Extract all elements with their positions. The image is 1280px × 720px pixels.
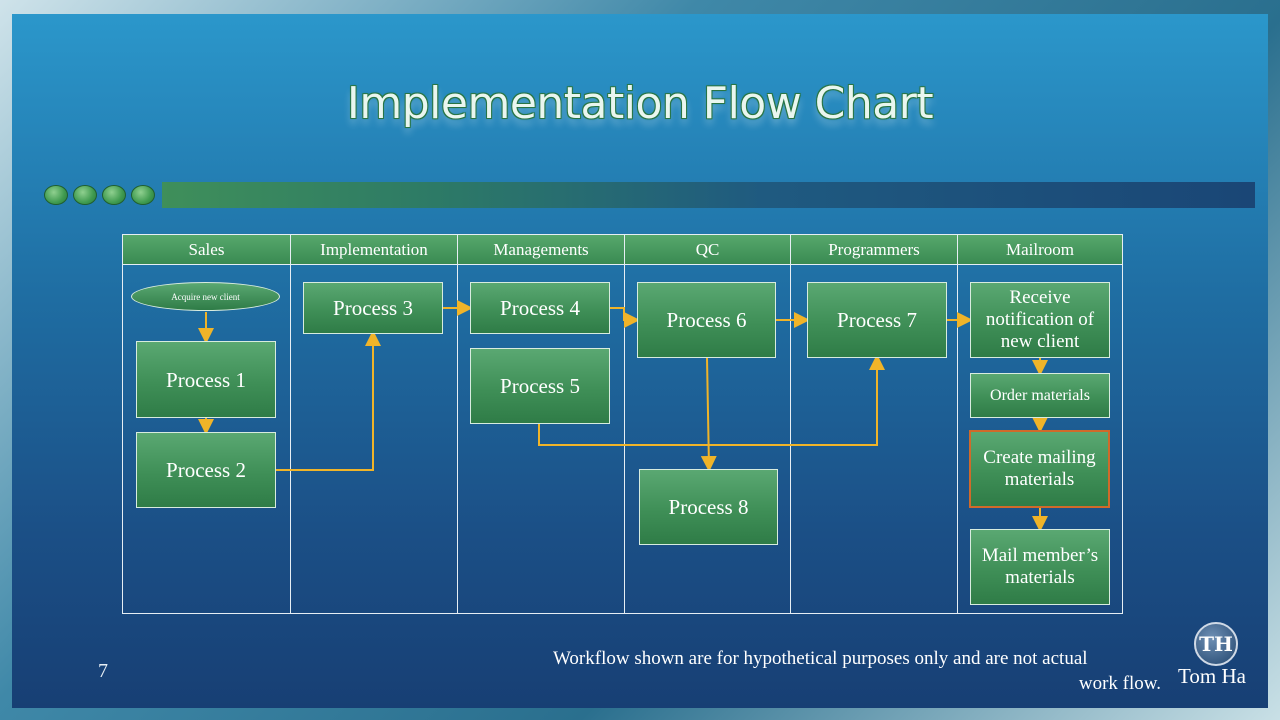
lane-sales: Sales — [123, 235, 290, 613]
lane-header: Programmers — [791, 235, 957, 265]
decor-dot — [73, 185, 97, 205]
brand-name: Tom Ha — [1178, 664, 1246, 688]
decor-dot — [44, 185, 68, 205]
lane-header: Sales — [123, 235, 290, 265]
page-number: 7 — [98, 660, 108, 682]
node-mail-materials: Mail member’s materials — [970, 529, 1110, 605]
node-create-mailing: Create mailing materials — [969, 430, 1110, 508]
decor-dot — [102, 185, 126, 205]
lane-programmers: Programmers — [790, 235, 957, 613]
node-process-5: Process 5 — [470, 348, 610, 424]
node-process-8: Process 8 — [639, 469, 778, 545]
brand-logo-icon: TH — [1194, 622, 1238, 666]
node-receive-notification: Receive notification of new client — [970, 282, 1110, 358]
node-process-7: Process 7 — [807, 282, 947, 358]
lane-header: QC — [625, 235, 790, 265]
lane-mailroom: Mailroom — [957, 235, 1122, 613]
node-acquire-client: Acquire new client — [131, 282, 280, 311]
disclaimer-line-1: Workflow shown are for hypothetical purp… — [553, 648, 1088, 669]
slide-title: Implementation Flow Chart — [346, 78, 934, 129]
node-process-4: Process 4 — [470, 282, 610, 334]
node-process-3: Process 3 — [303, 282, 443, 334]
node-process-2: Process 2 — [136, 432, 276, 508]
decor-bar — [162, 182, 1255, 208]
decor-dot — [131, 185, 155, 205]
node-process-6: Process 6 — [637, 282, 776, 358]
node-process-1: Process 1 — [136, 341, 276, 418]
lane-header: Mailroom — [958, 235, 1122, 265]
lane-header: Managements — [458, 235, 624, 265]
lane-header: Implementation — [291, 235, 457, 265]
node-order-materials: Order materials — [970, 373, 1110, 418]
disclaimer-line-2: work flow. — [1078, 673, 1161, 694]
lane-managements: Managements — [457, 235, 624, 613]
